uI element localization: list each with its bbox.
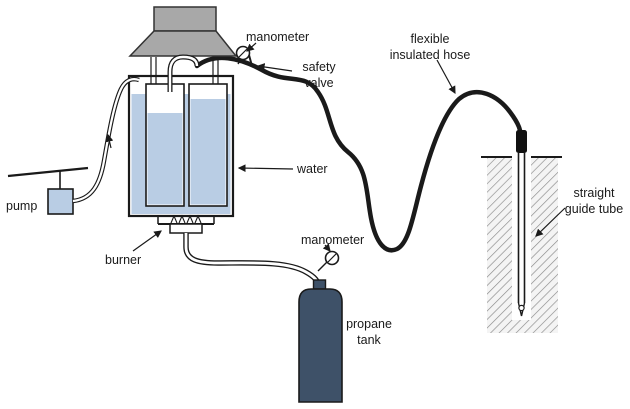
label-propane-tank: propane tank: [339, 316, 399, 349]
flow-direction-arrow: [105, 133, 114, 149]
ground: [481, 155, 562, 333]
gas-pipe-outline: [183, 233, 322, 288]
label-safety-valve-line2: valve: [304, 76, 334, 91]
label-pump: pump: [6, 199, 38, 213]
label-burner: burner: [105, 253, 142, 267]
leader-arrows: [132, 42, 566, 252]
label-water: water: [297, 162, 328, 176]
pump-pipe-bore: [72, 78, 140, 203]
chimney-hood: [128, 30, 238, 57]
label-flexible-hose: flexible insulated hose: [378, 31, 482, 64]
arrow-water: [237, 164, 294, 173]
pump-lever: [7, 166, 89, 178]
label-propane-tank-line2: tank: [357, 333, 381, 348]
label-manometer-bottom: manometer: [301, 233, 365, 247]
arrow-burner: [132, 230, 162, 252]
label-guide-tube-line2: guide tube: [564, 202, 624, 217]
gas-pipe-bore: [184, 233, 321, 288]
inner-vessel-left-water: [147, 113, 183, 205]
manometer-bottom-assembly: [317, 250, 340, 272]
label-guide-tube: straight guide tube: [560, 185, 628, 218]
tank-valve: [312, 279, 327, 290]
safety-valve-icon: [248, 54, 253, 67]
guide-tube-connector: [516, 130, 527, 153]
burner-assembly: [157, 214, 322, 288]
guide-tube-tip-loop: [518, 304, 525, 312]
guide-tube: [516, 130, 527, 317]
label-guide-tube-line1: straight: [573, 186, 615, 200]
vent-pipes: [150, 57, 219, 84]
ground-slot: [512, 155, 531, 320]
arrow-flexible-hose: [436, 59, 456, 95]
boiler: [127, 6, 238, 218]
pump-body: [47, 188, 74, 215]
label-propane-tank-line1: propane: [346, 317, 392, 331]
propane-tank: [298, 279, 343, 403]
chimney-cap: [153, 6, 217, 32]
steam-pipe-bore: [168, 55, 199, 92]
arrow-guide-tube: [535, 207, 566, 237]
arrow-manometer-bottom: [322, 243, 331, 252]
flexible-hose-path: [194, 55, 524, 253]
burner-body: [169, 223, 203, 234]
pump-assembly: [7, 76, 140, 215]
burner-flames-icon: [170, 214, 202, 224]
manometer-bottom-stem: [317, 261, 328, 272]
inner-vessel-right-water: [190, 99, 226, 205]
manometer-top-stem: [237, 58, 242, 65]
manometer-top-needle: [238, 48, 248, 58]
arrow-manometer-top: [246, 42, 257, 52]
manometer-bottom-needle: [327, 253, 337, 263]
label-flexible-hose-line1: flexible: [410, 32, 450, 46]
label-safety-valve-line1: safety: [302, 60, 336, 74]
label-manometer-top: manometer: [246, 30, 310, 44]
label-safety-valve: safety valve: [293, 59, 345, 92]
label-flexible-hose-line2: insulated hose: [389, 48, 471, 63]
tank-body: [298, 288, 343, 403]
arrow-safety-valve: [256, 63, 293, 72]
